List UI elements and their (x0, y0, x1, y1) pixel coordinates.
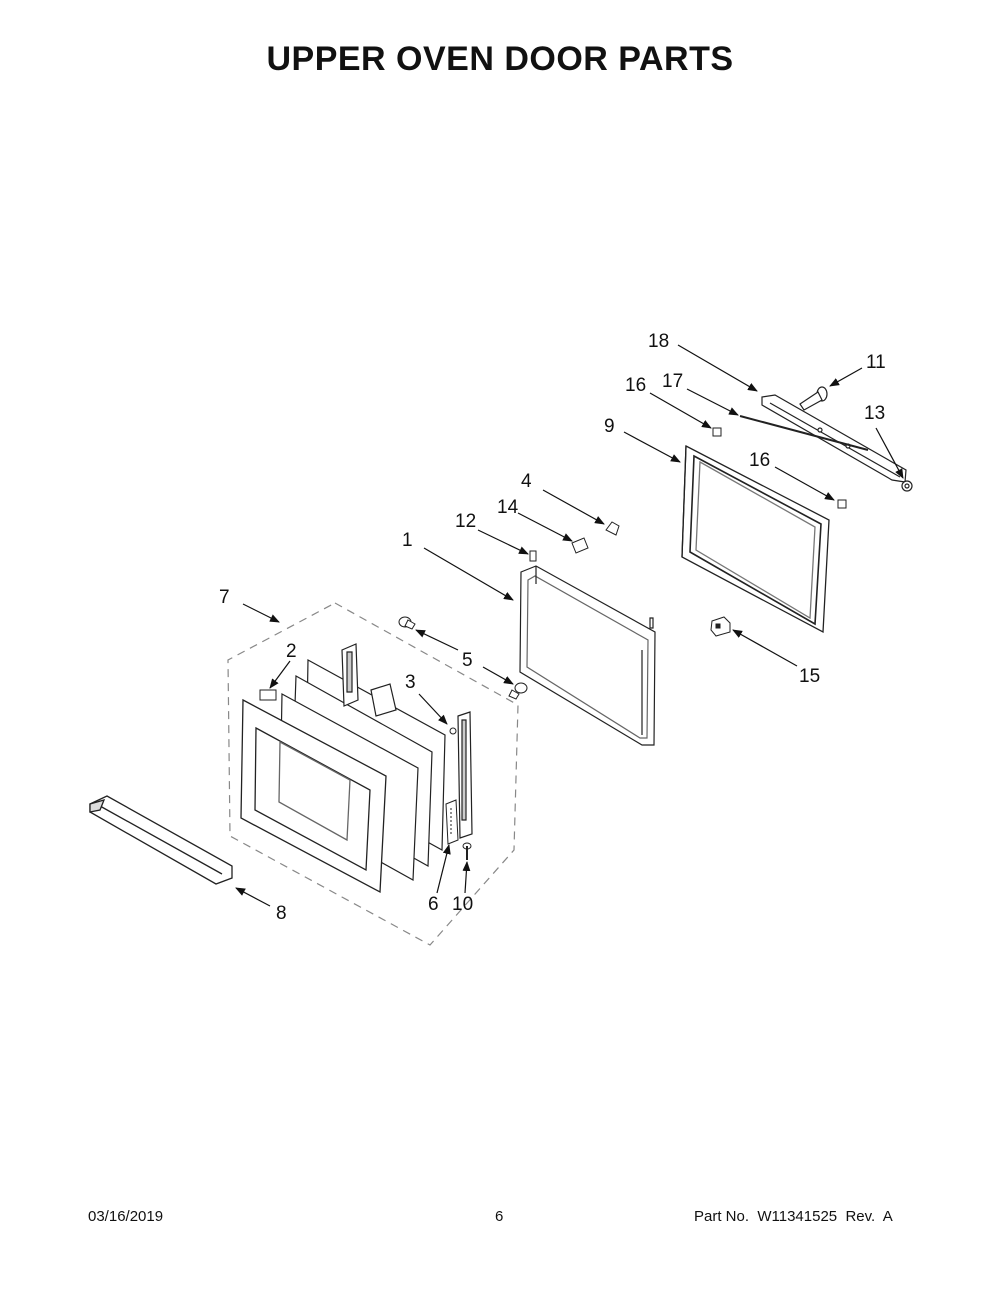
leader-17 (686, 388, 739, 416)
screw-5-lower-part[interactable] (508, 682, 528, 700)
pad-lower-part[interactable] (837, 499, 847, 509)
pad-12-part[interactable] (529, 550, 537, 562)
badge-2-part[interactable] (259, 689, 277, 701)
bracket-15-part[interactable] (710, 616, 731, 637)
leader-3 (418, 693, 448, 725)
clip-4-part[interactable] (605, 521, 620, 536)
leader-12 (477, 529, 529, 555)
leader-8 (235, 887, 271, 907)
callout-4: 4 (521, 471, 532, 492)
page-title: UPPER OVEN DOOR PARTS (266, 40, 734, 78)
callout-14: 14 (497, 497, 519, 518)
screw-5-upper-part[interactable] (398, 616, 416, 630)
door-top-trim-part[interactable] (762, 395, 906, 482)
callout-7: 7 (219, 587, 230, 608)
callout-16-upper: 16 (625, 375, 646, 396)
leader-6 (436, 844, 451, 894)
leader-1 (423, 547, 514, 601)
callout-9: 9 (604, 416, 615, 437)
callout-11: 11 (866, 352, 886, 373)
leader-16b (774, 466, 835, 501)
leader-2 (269, 660, 291, 689)
leader-5a (415, 629, 459, 651)
leader-10 (462, 861, 471, 894)
callout-10: 10 (452, 894, 473, 915)
leader-16a (649, 392, 712, 429)
callout-8: 8 (276, 903, 287, 924)
screw-10-part[interactable] (462, 842, 472, 860)
inner-door-frame-part[interactable] (682, 446, 829, 632)
door-assembly-outline (227, 602, 519, 946)
gasket-strip-part[interactable] (739, 415, 869, 451)
leader-7 (242, 603, 280, 623)
callout-3: 3 (405, 672, 416, 693)
footer-page-number: 6 (495, 1208, 504, 1225)
leader-14 (517, 512, 573, 542)
right-hinge-part[interactable] (458, 712, 472, 838)
callout-18: 18 (648, 331, 669, 352)
footer-part-number: Part No. W11341525 Rev. A (694, 1208, 893, 1225)
bolt-3-part[interactable] (449, 727, 457, 735)
bracket-14-part[interactable] (571, 537, 589, 554)
callout-6: 6 (428, 894, 439, 915)
screw-13-part[interactable] (902, 481, 912, 491)
callout-16-lower: 16 (749, 450, 770, 471)
leader-18 (677, 344, 758, 392)
leader-11 (829, 367, 863, 387)
leader-9 (623, 431, 681, 463)
pad-upper-part[interactable] (712, 427, 722, 437)
screw-11-part[interactable] (800, 387, 827, 410)
callout-1: 1 (402, 530, 413, 551)
leader-13 (875, 427, 904, 479)
outer-door-panel-part[interactable] (241, 700, 386, 892)
callout-15: 15 (799, 666, 820, 687)
leader-15 (732, 629, 798, 667)
leader-5b (482, 666, 514, 685)
callout-2: 2 (286, 641, 297, 662)
footer-date: 03/16/2019 (88, 1208, 164, 1225)
left-hinge-part[interactable] (342, 644, 396, 716)
callout-13: 13 (864, 403, 885, 424)
inner-door-panel-part[interactable] (520, 566, 655, 745)
leader-4 (542, 489, 605, 525)
hinge-spring-6-part[interactable] (445, 799, 459, 845)
callout-12: 12 (455, 511, 476, 532)
callout-17: 17 (662, 371, 683, 392)
door-handle-part[interactable] (90, 796, 232, 884)
callout-5: 5 (462, 650, 473, 671)
